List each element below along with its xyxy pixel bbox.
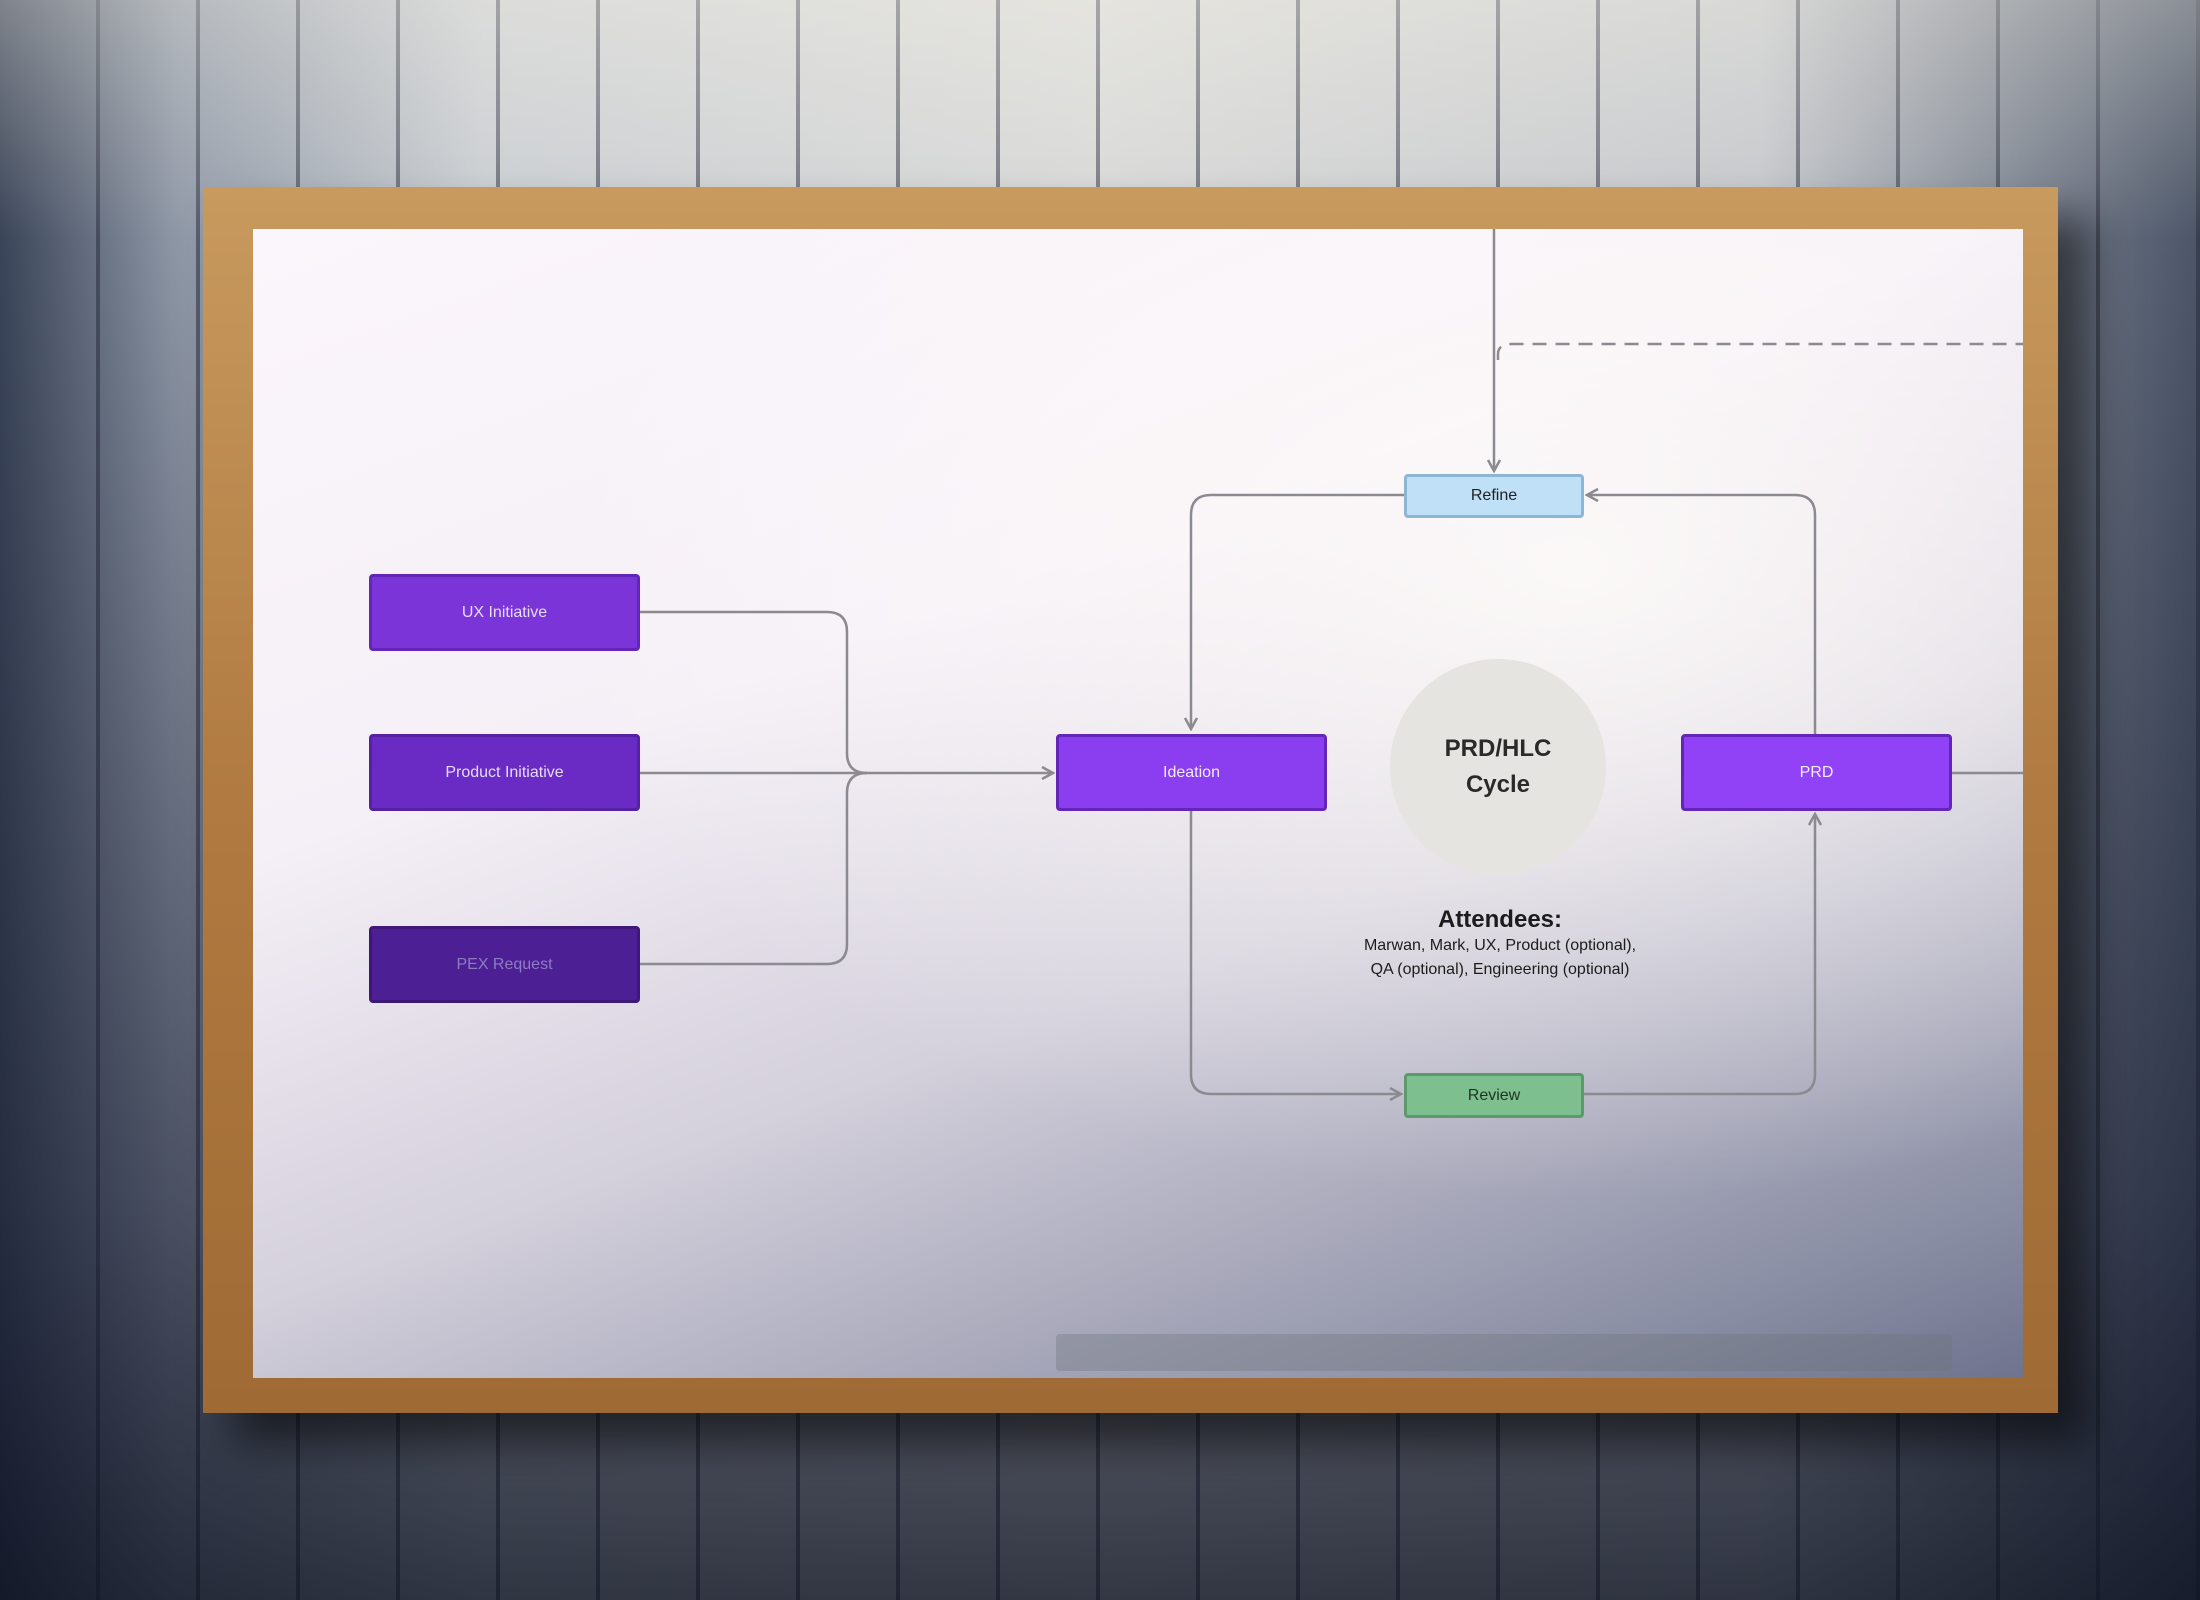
node-label: PRD [1799,763,1834,781]
connector-ux-to-ideation [640,610,868,775]
node-review[interactable]: Review [1404,1073,1584,1118]
node-ideation[interactable]: Ideation [1056,734,1327,811]
cycle-title-line2: Cycle [1465,771,1531,798]
node-label: PEX Request [456,955,553,973]
node-prd[interactable]: PRD [1681,734,1952,811]
attendees-title: Attendees: [1437,906,1563,933]
connector-ideation-to-review [1189,811,1401,1094]
bottom-bar [1056,1334,1952,1371]
node-label: Ideation [1163,763,1220,781]
cycle-title-line1: PRD/HLC [1444,735,1552,762]
connector-prd-to-refine [1587,495,1817,734]
node-label: Refine [1470,487,1518,504]
node-pex-request[interactable]: PEX Request [369,926,640,1003]
attendees-line: QA (optional), Engineering (optional) [1370,961,1630,978]
node-label: Review [1467,1086,1521,1104]
connector-dashed-loop [1496,342,2023,360]
connector-pex-to-ideation [640,771,868,966]
cycle-circle: PRD/HLC Cycle [1390,659,1606,875]
node-ux-initiative[interactable]: UX Initiative [369,574,640,651]
node-label: UX Initiative [461,603,548,621]
connector-review-to-prd [1584,814,1815,1096]
attendees-line: Marwan, Mark, UX, Product (optional), [1363,937,1637,954]
attendees-note: Attendees: Marwan, Mark, UX, Product (op… [1300,906,1700,982]
node-refine[interactable]: Refine [1404,474,1584,518]
node-product-initiative[interactable]: Product Initiative [369,734,640,811]
node-label: Product Initiative [445,763,564,781]
connector-refine-to-ideation [1191,493,1404,729]
